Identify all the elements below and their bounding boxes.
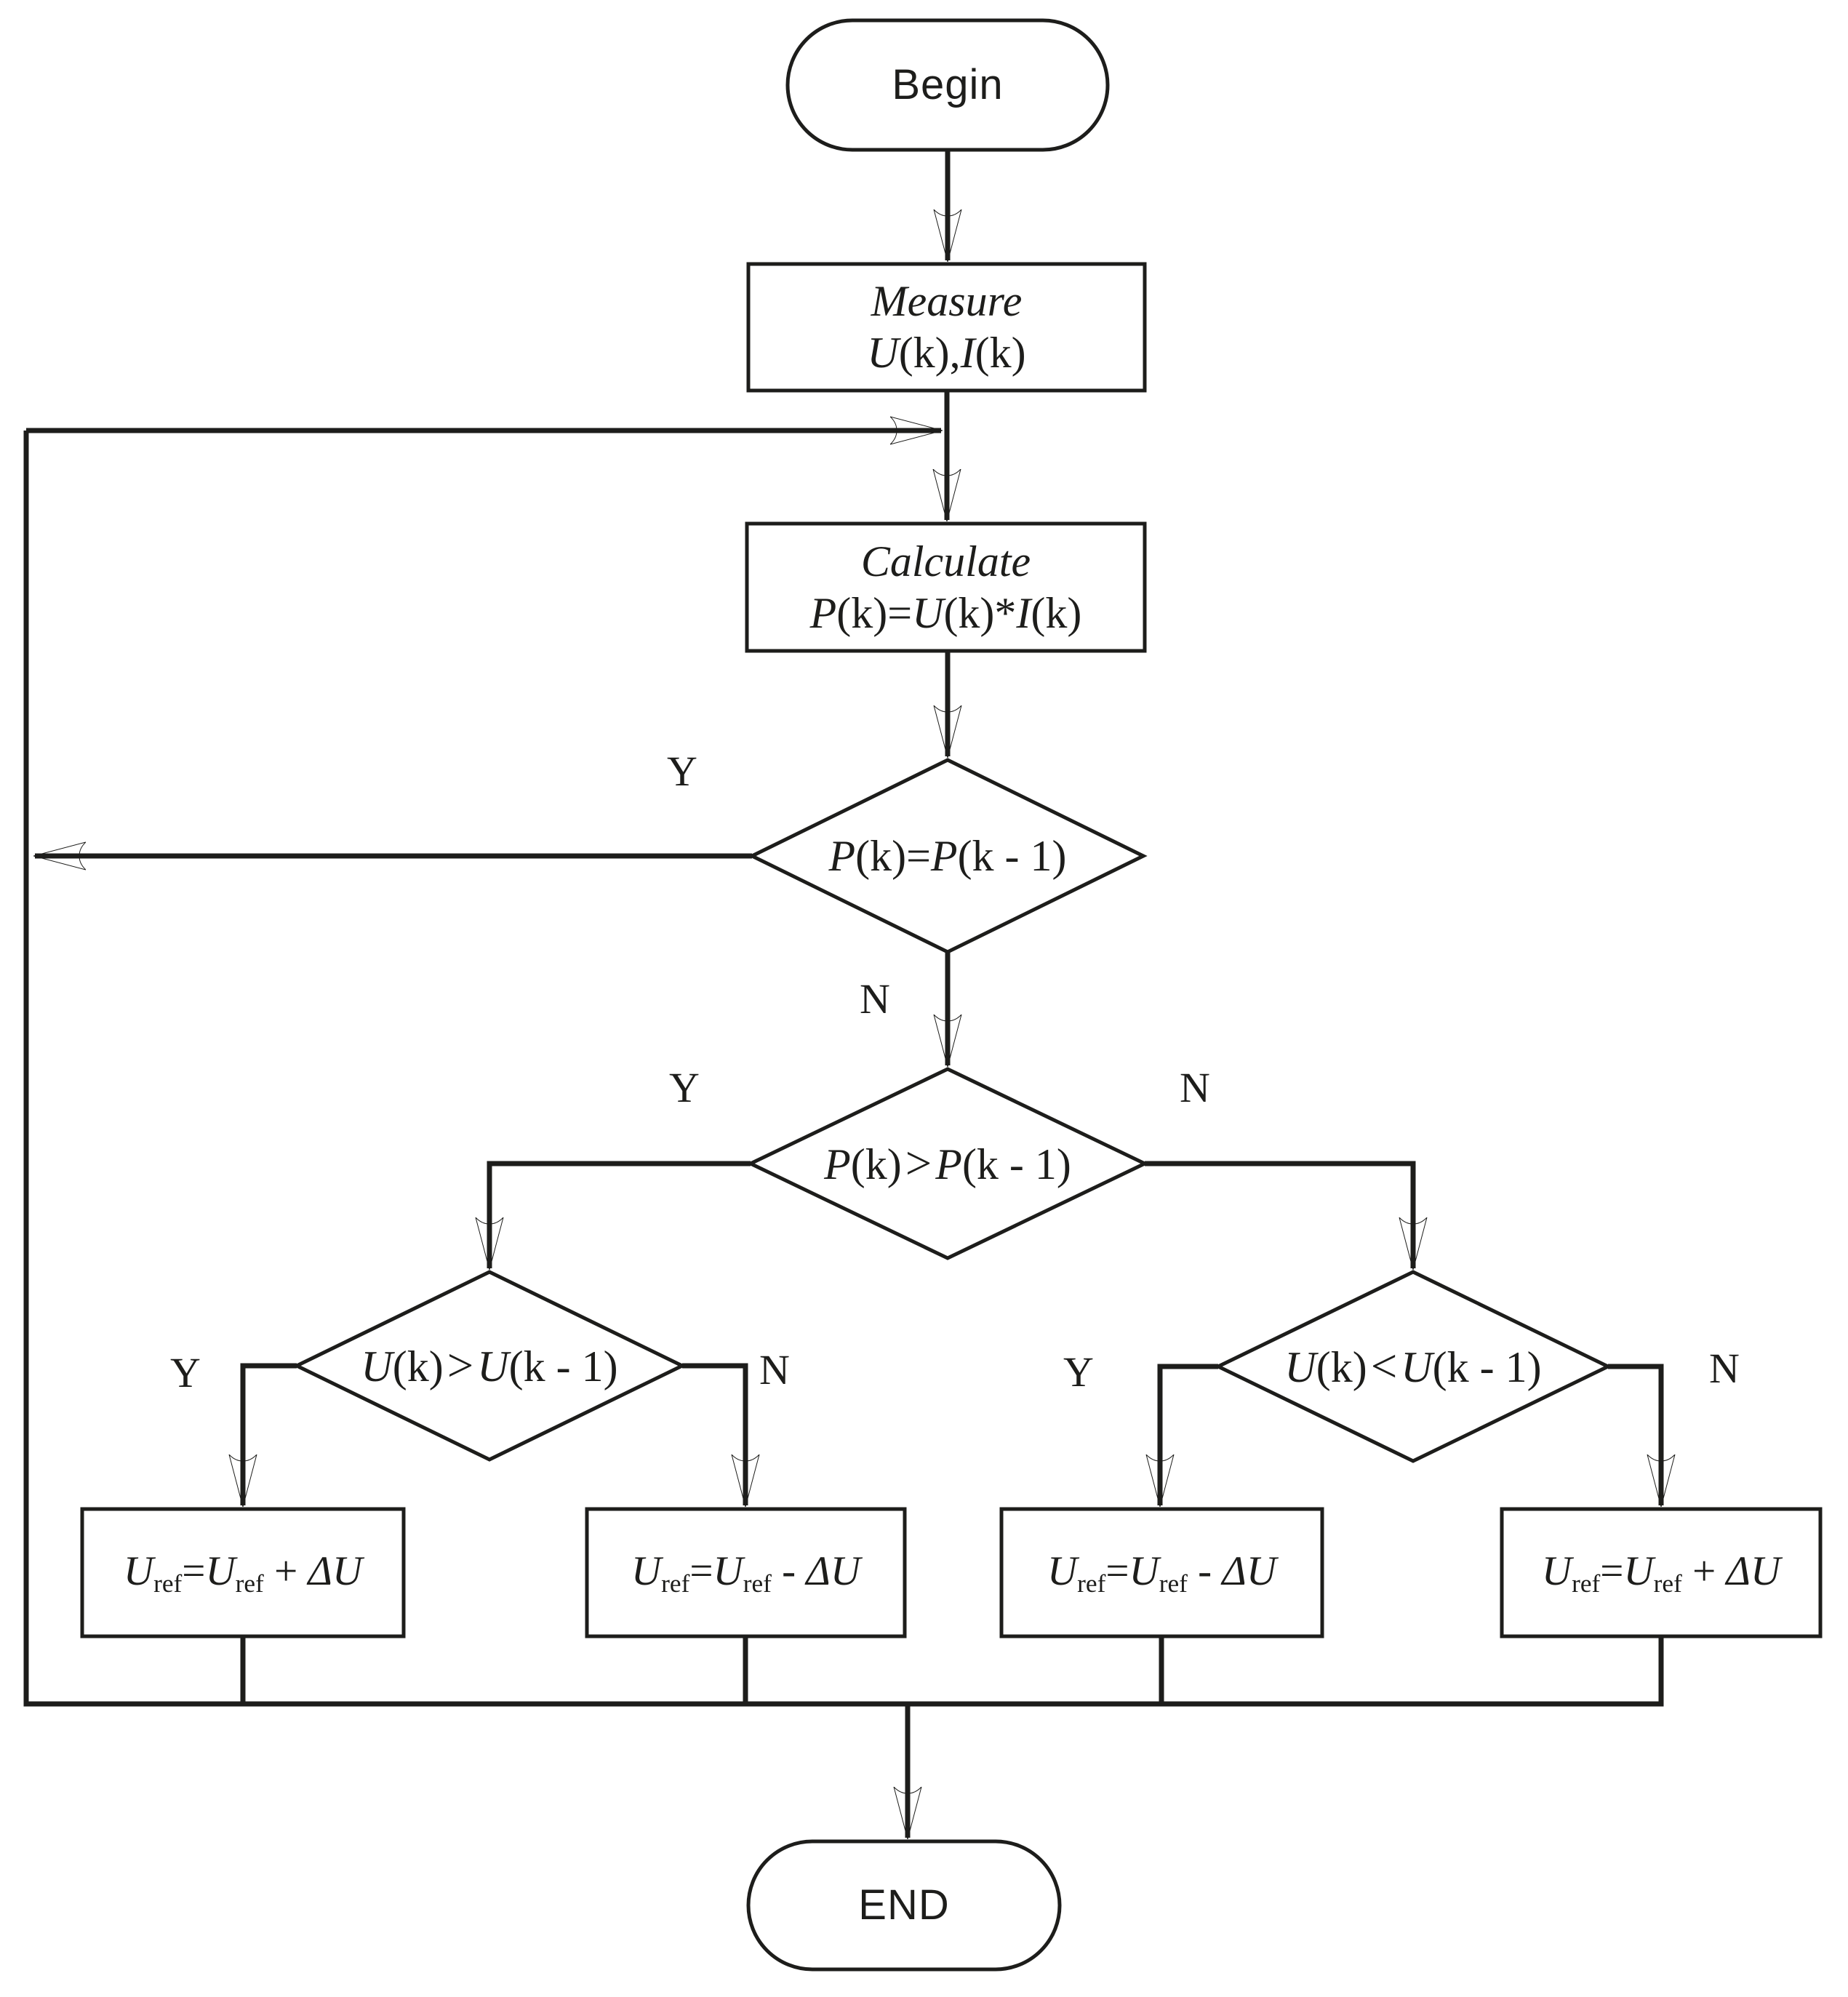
action-decrease-right-node: Uref=Uref - ΔU xyxy=(1001,1509,1322,1636)
decision-u-less-shape xyxy=(1214,1270,1612,1463)
decision-u-less-formula: U(k)<U(k - 1) xyxy=(1284,1340,1542,1393)
decision-p-greater-formula: P(k)>P(k - 1) xyxy=(824,1137,1071,1190)
action-decrease-left-formula: Uref=Uref - ΔU xyxy=(631,1548,861,1598)
arrow-u-less-no-to-action xyxy=(1608,1364,1661,1505)
decision-u-greater-formula: U(k)>U(k - 1) xyxy=(361,1339,618,1392)
arrow-p-greater-yes-to-u-greater xyxy=(489,1161,751,1268)
branch-label-d4-no: N xyxy=(1709,1344,1740,1392)
action-decrease-right-formula: Uref=Uref - ΔU xyxy=(1047,1548,1277,1598)
action-increase-right-formula: Uref=Uref + ΔU xyxy=(1541,1548,1781,1598)
arrow-u-greater-no-to-action xyxy=(682,1363,745,1505)
measure-formula: U(k),I(k) xyxy=(867,329,1026,377)
calculate-title: Calculate xyxy=(860,537,1031,585)
branch-label-d3-yes: Y xyxy=(170,1348,201,1396)
begin-label: Begin xyxy=(892,60,1004,108)
branch-label-d1-yes: Y xyxy=(667,747,697,795)
action-increase-left-formula: Uref=Uref + ΔU xyxy=(123,1548,363,1598)
branch-label-d1-no: N xyxy=(860,975,890,1022)
action-increase-right-node: Uref=Uref + ΔU xyxy=(1502,1509,1820,1636)
calculate-formula: P(k)=U(k)*I(k) xyxy=(809,588,1082,637)
begin-node: Begin xyxy=(788,20,1108,150)
end-label: END xyxy=(858,1881,950,1929)
arrow-u-less-yes-to-action xyxy=(1160,1364,1218,1505)
decision-p-equal-node: P(k)=P(k - 1) xyxy=(752,760,1143,952)
decision-p-greater-node: P(k)>P(k - 1) xyxy=(751,1069,1145,1258)
measure-title: Measure xyxy=(871,277,1023,326)
branch-label-d2-yes: Y xyxy=(669,1063,700,1111)
decision-p-greater-shape xyxy=(746,1067,1149,1260)
end-terminator-shape xyxy=(746,1839,1062,1972)
action-increase-left-node: Uref=Uref + ΔU xyxy=(82,1509,404,1636)
calculate-node: Calculate P(k)=U(k)*I(k) xyxy=(747,524,1145,651)
branch-label-d3-no: N xyxy=(759,1345,790,1393)
branch-label-d2-no: N xyxy=(1180,1063,1210,1111)
decision-u-greater-node: U(k)>U(k - 1) xyxy=(297,1272,682,1460)
feedback-left-rail-and-merge-line xyxy=(23,431,1664,1707)
end-node: END xyxy=(748,1841,1060,1969)
decision-u-greater-shape xyxy=(292,1270,687,1462)
measure-node: Measure U(k),I(k) xyxy=(748,264,1145,391)
arrow-u-greater-yes-to-action xyxy=(243,1363,297,1505)
arrow-p-greater-no-to-u-less xyxy=(1145,1161,1413,1268)
branch-label-d4-yes: Y xyxy=(1063,1348,1094,1396)
decision-u-less-node: U(k)<U(k - 1) xyxy=(1218,1272,1608,1461)
action-decrease-left-node: Uref=Uref - ΔU xyxy=(587,1509,905,1636)
decision-p-equal-formula: P(k)=P(k - 1) xyxy=(828,831,1067,880)
